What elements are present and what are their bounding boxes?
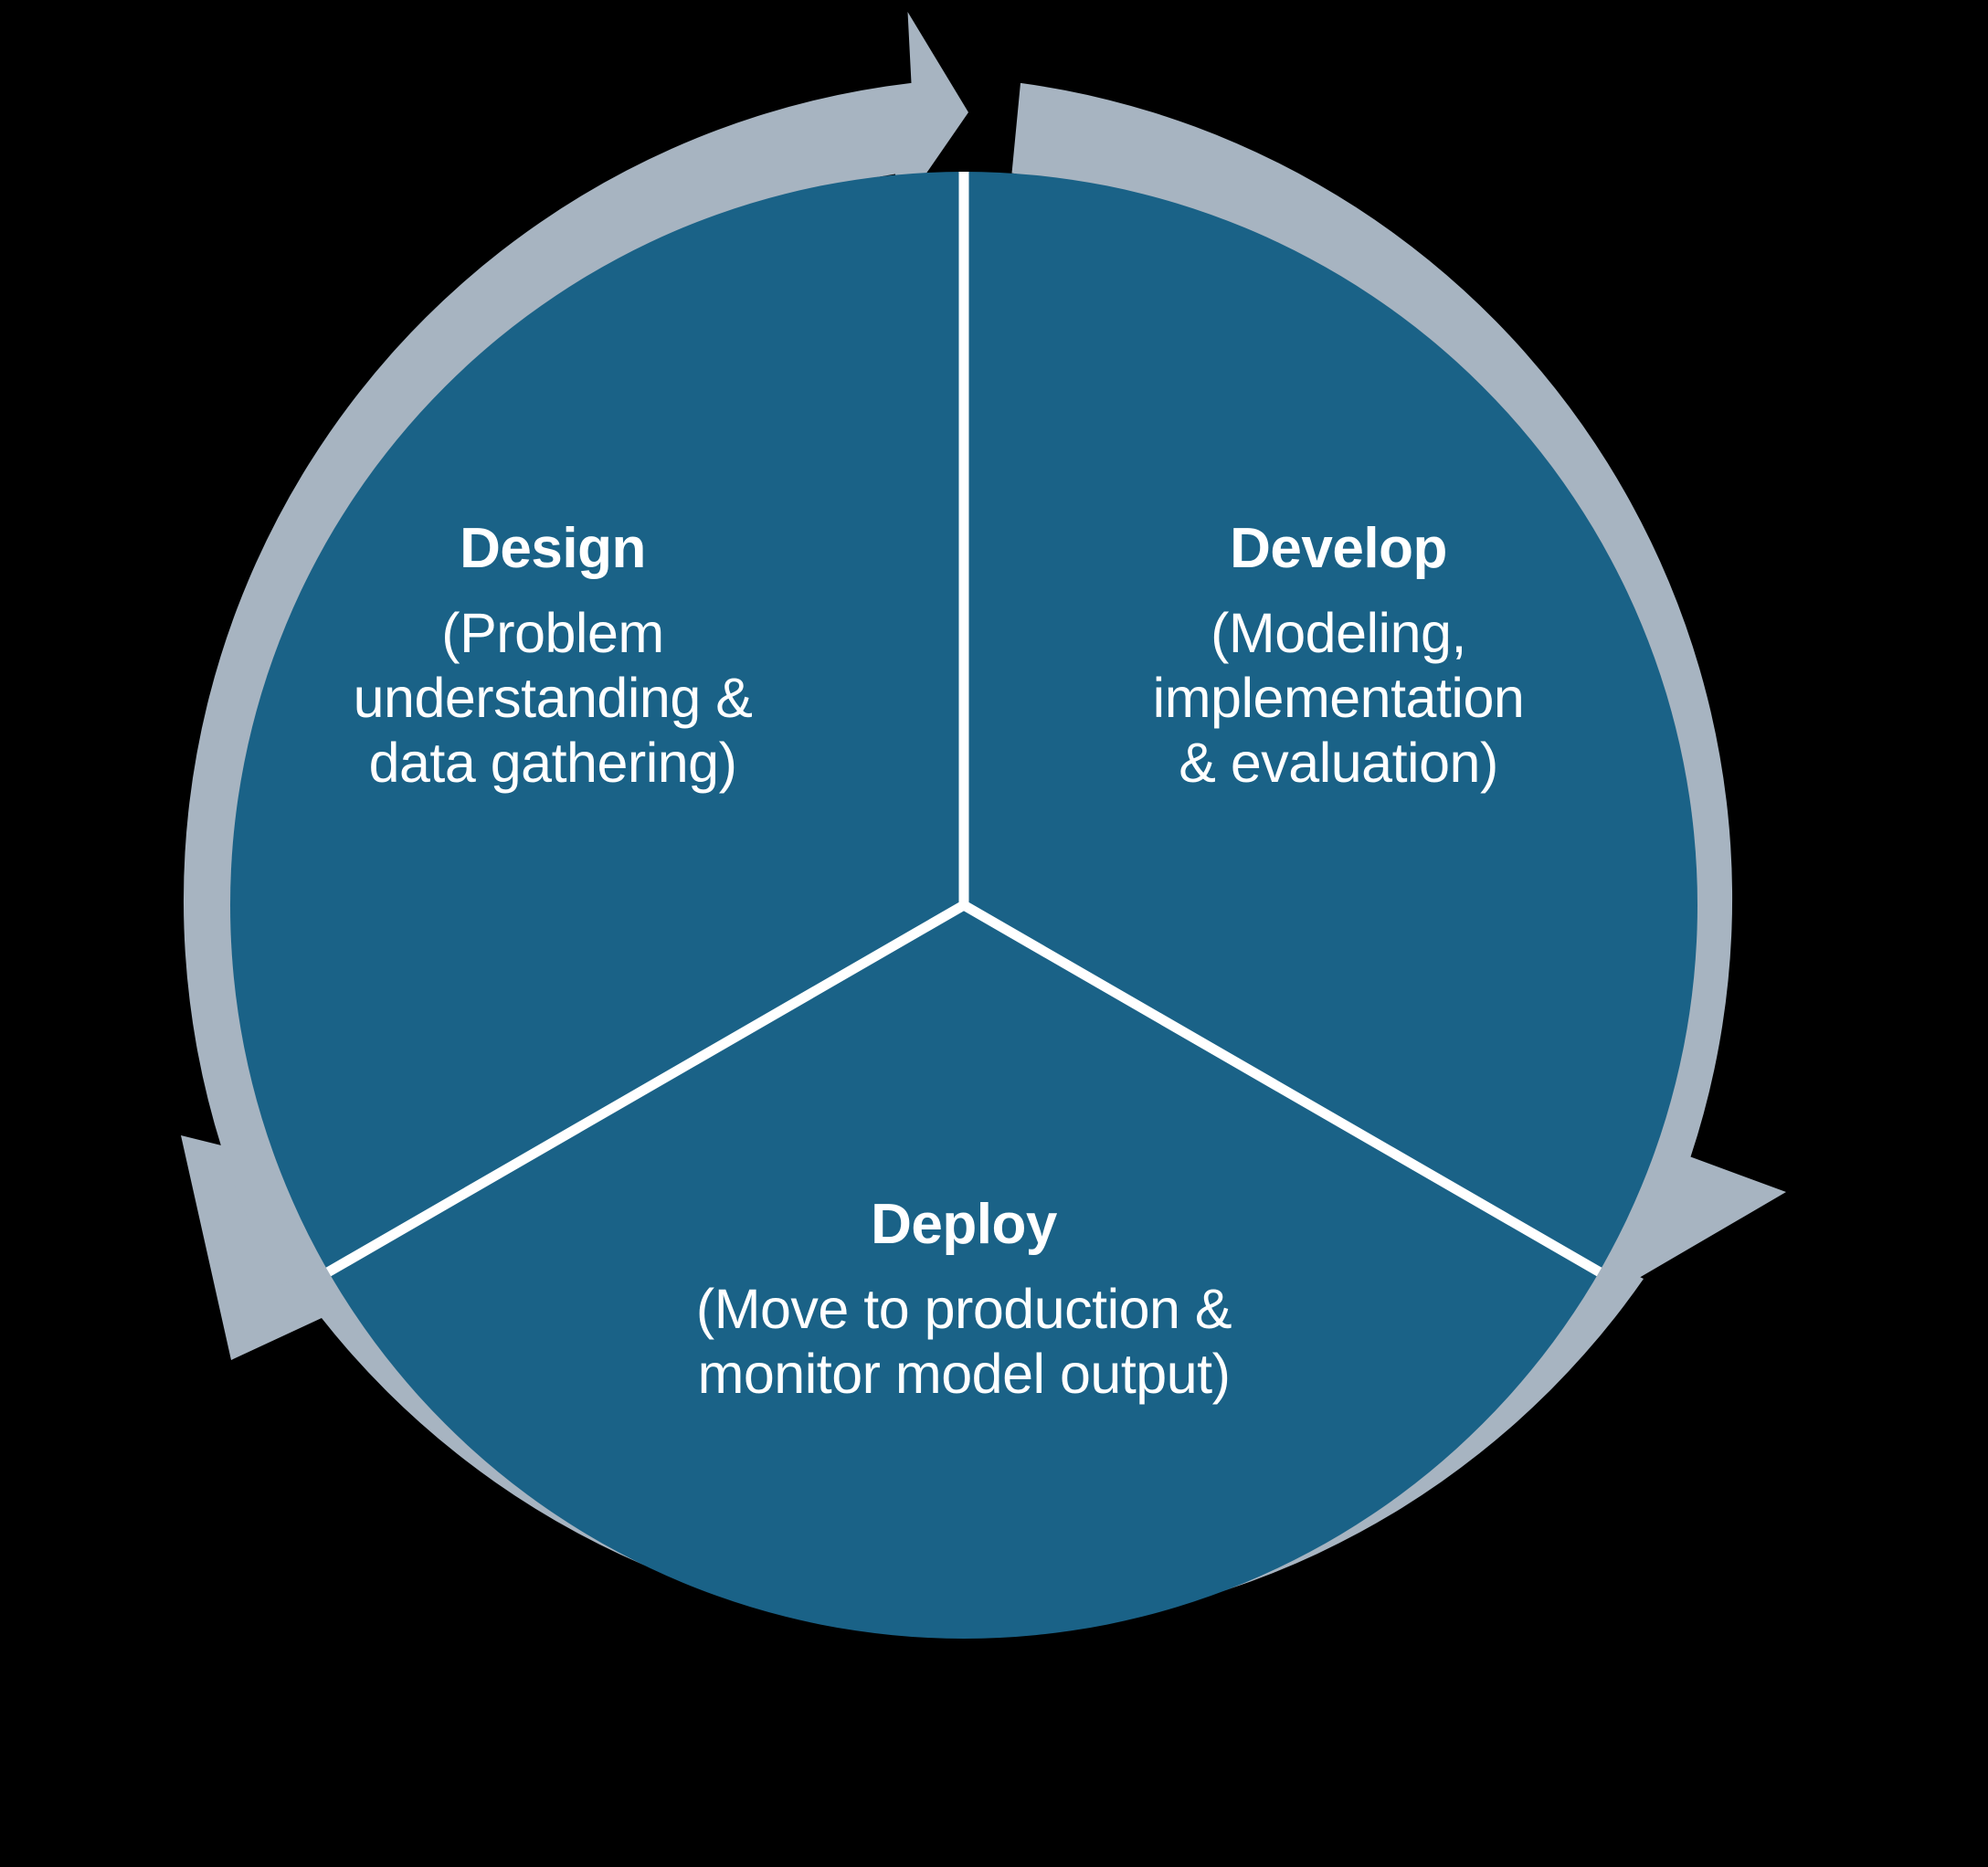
segment-title-develop: Develop	[1230, 517, 1447, 580]
segment-label-develop: Develop (Modeling, implementation & eval…	[1055, 521, 1622, 795]
segment-description-line: implementation	[1152, 666, 1525, 729]
sector-dividers	[325, 172, 1602, 1277]
segment-description-deploy: (Move to production & monitor model outp…	[525, 1277, 1402, 1407]
segment-description-line: understanding &	[353, 666, 753, 729]
segment-description-develop: (Modeling, implementation & evaluation)	[1055, 601, 1622, 795]
ring-arc-design	[183, 12, 969, 1286]
segment-description-line: (Problem	[441, 602, 664, 664]
segment-label-deploy: Deploy (Move to production & monitor mod…	[525, 1197, 1402, 1407]
segment-description-line: (Modeling,	[1211, 602, 1466, 664]
segment-description-line: monitor model output)	[697, 1342, 1231, 1405]
segment-title-deploy: Deploy	[871, 1193, 1057, 1256]
segment-label-design: Design (Problem understanding & data gat…	[233, 521, 872, 795]
segment-description-design: (Problem understanding & data gathering)	[233, 601, 872, 795]
segment-description-line: data gathering)	[368, 731, 737, 794]
segment-description-line: & evaluation)	[1179, 731, 1498, 794]
divider-lower-right	[961, 901, 1602, 1277]
segment-description-line: (Move to production &	[695, 1278, 1232, 1340]
segment-title-design: Design	[460, 517, 646, 580]
divider-lower-left	[325, 901, 967, 1277]
